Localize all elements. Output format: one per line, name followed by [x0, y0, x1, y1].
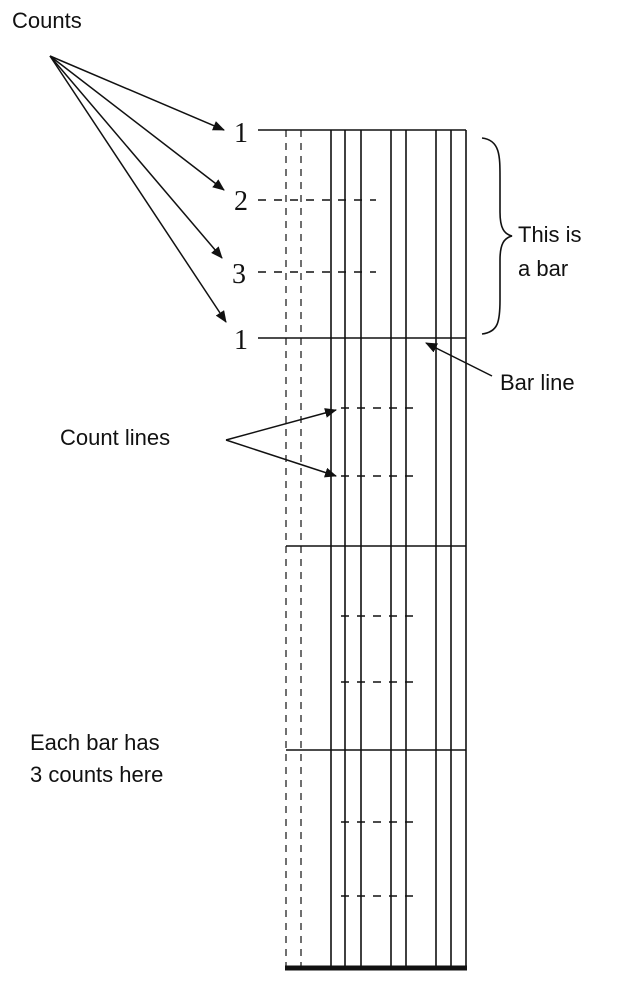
this-is-label: This is: [518, 222, 582, 247]
count-number: 3: [232, 259, 246, 290]
count-lines-label: Count lines: [60, 425, 170, 450]
count-lines-arrow: [225, 408, 337, 441]
counts-arrow: [49, 55, 225, 131]
a-bar-label: a bar: [518, 256, 568, 281]
bar-line-label: Bar line: [500, 370, 575, 395]
counts-arrow: [49, 55, 225, 191]
staff-lines: [285, 130, 467, 968]
counts-arrow: [49, 55, 223, 259]
count-number: 1: [234, 118, 248, 149]
bar-lines: [258, 129, 467, 971]
three-counts-label: 3 counts here: [30, 762, 163, 787]
bar-line-arrow: [425, 342, 493, 377]
count-number: 1: [234, 325, 248, 356]
each-bar-label: Each bar has: [30, 730, 160, 755]
count-number: 2: [234, 186, 248, 217]
counts-label: Counts: [12, 8, 82, 33]
count-lines: [258, 199, 420, 897]
count-numbers: 1 2 3 1: [232, 118, 248, 356]
counts-arrow: [49, 55, 227, 323]
counts-arrows: [49, 55, 227, 323]
bar-brace: [481, 137, 513, 335]
count-lines-arrow: [225, 439, 337, 478]
count-lines-arrows: [225, 408, 337, 478]
